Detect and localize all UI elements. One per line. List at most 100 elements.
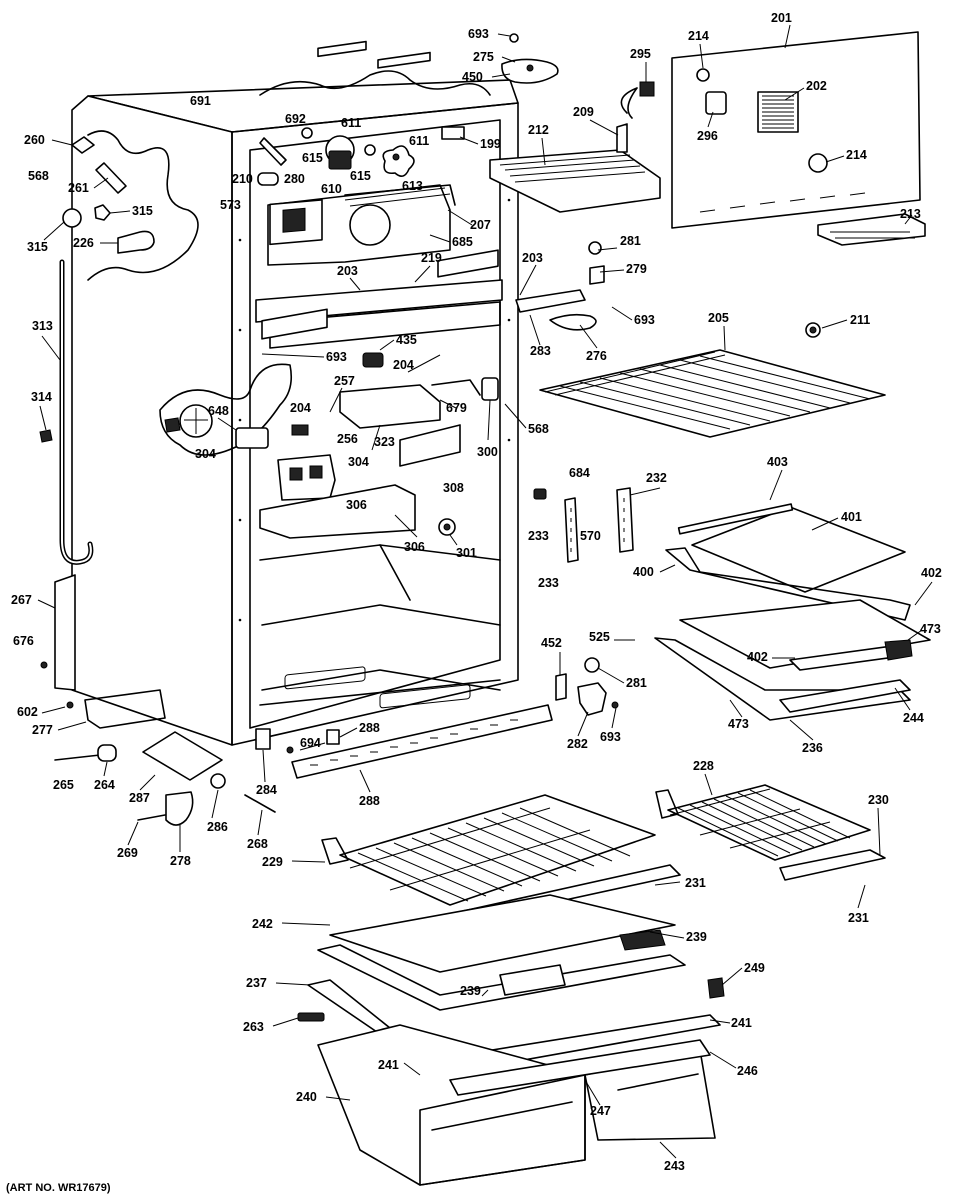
part-label: 247 — [590, 1104, 611, 1118]
part-label: 287 — [129, 791, 150, 805]
part-label: 213 — [900, 207, 921, 221]
part-label: 301 — [456, 546, 477, 560]
part-label: 279 — [626, 262, 647, 276]
part-label: 209 — [573, 105, 594, 119]
crisper-cover — [665, 503, 911, 621]
part-label: 693 — [468, 27, 489, 41]
part-label: 315 — [27, 240, 48, 254]
part-label: 304 — [195, 447, 216, 461]
part-label: 693 — [634, 313, 655, 327]
part-label: 241 — [731, 1016, 752, 1030]
part-label: 226 — [73, 236, 94, 250]
shelf-rails — [533, 487, 634, 563]
part-label: 693 — [600, 730, 621, 744]
part-label: 203 — [522, 251, 543, 265]
leader-lines — [37, 24, 933, 1159]
part-label: 295 — [630, 47, 651, 61]
part-label: 281 — [620, 234, 641, 248]
part-label: 249 — [744, 961, 765, 975]
part-label: 450 — [462, 70, 483, 84]
part-label: 260 — [24, 133, 45, 147]
part-label: 281 — [626, 676, 647, 690]
part-label: 296 — [697, 129, 718, 143]
part-label: 268 — [247, 837, 268, 851]
lower-small-parts — [555, 657, 619, 716]
part-label: 306 — [346, 498, 367, 512]
part-label: 323 — [374, 435, 395, 449]
part-label: 402 — [921, 566, 942, 580]
back-panel — [671, 31, 926, 246]
part-label: 692 — [285, 112, 306, 126]
part-label: 676 — [13, 634, 34, 648]
part-label: 613 — [402, 179, 423, 193]
part-label: 263 — [243, 1020, 264, 1034]
part-label: 403 — [767, 455, 788, 469]
part-label: 233 — [538, 576, 559, 590]
fresh-food-shelf-small — [655, 784, 886, 881]
part-label: 239 — [686, 930, 707, 944]
part-label: 284 — [256, 783, 277, 797]
part-label: 242 — [252, 917, 273, 931]
part-label: 231 — [685, 876, 706, 890]
part-label: 264 — [94, 778, 115, 792]
part-label: 684 — [569, 466, 590, 480]
part-label: 602 — [17, 705, 38, 719]
part-labels: 201 202 214 296 295 209 212 199 693 275 … — [11, 11, 942, 1173]
part-label: 570 — [580, 529, 601, 543]
part-label: 276 — [586, 349, 607, 363]
part-label: 473 — [920, 622, 941, 636]
top-hinge — [501, 33, 559, 84]
part-label: 611 — [409, 134, 429, 148]
compressor-tray — [489, 81, 661, 213]
part-label: 693 — [326, 350, 347, 364]
part-label: 239 — [460, 984, 481, 998]
part-label: 201 — [771, 11, 792, 25]
part-label: 261 — [68, 181, 89, 195]
meat-pan — [654, 599, 931, 721]
part-label: 229 — [262, 855, 283, 869]
part-label: 211 — [850, 313, 870, 327]
part-label: 611 — [341, 116, 361, 130]
part-label: 691 — [190, 94, 211, 108]
part-label: 568 — [28, 169, 49, 183]
part-label: 214 — [846, 148, 867, 162]
part-label: 300 — [477, 445, 498, 459]
part-label: 236 — [802, 741, 823, 755]
part-label: 212 — [528, 123, 549, 137]
part-label: 231 — [848, 911, 869, 925]
part-label: 402 — [747, 650, 768, 664]
part-label: 679 — [446, 401, 467, 415]
part-label: 219 — [421, 251, 442, 265]
part-label: 243 — [664, 1159, 685, 1173]
part-label: 267 — [11, 593, 32, 607]
art-number: (ART NO. WR17679) — [6, 1182, 111, 1194]
part-label: 288 — [359, 794, 380, 808]
part-label: 400 — [633, 565, 654, 579]
part-label: 615 — [350, 169, 371, 183]
part-label: 648 — [208, 404, 229, 418]
part-label: 202 — [806, 79, 827, 93]
part-label: 282 — [567, 737, 588, 751]
refrigerator-cabinet — [71, 70, 519, 746]
part-label: 203 — [337, 264, 358, 278]
lower-left-parts — [40, 574, 553, 826]
part-label: 230 — [868, 793, 889, 807]
crisper-drawers — [317, 1024, 716, 1186]
part-label: 568 — [528, 422, 549, 436]
part-label: 277 — [32, 723, 53, 737]
part-label: 207 — [470, 218, 491, 232]
control-components — [259, 249, 499, 539]
part-label: 315 — [132, 204, 153, 218]
part-label: 278 — [170, 854, 191, 868]
crisper-glass — [329, 894, 676, 973]
part-label: 280 — [284, 172, 305, 186]
part-label: 233 — [528, 529, 549, 543]
part-label: 573 — [220, 198, 241, 212]
part-label: 685 — [452, 235, 473, 249]
part-label: 288 — [359, 721, 380, 735]
part-label: 610 — [321, 182, 342, 196]
fan-motor — [257, 40, 465, 186]
part-label: 237 — [246, 976, 267, 990]
part-label: 205 — [708, 311, 729, 325]
part-label: 435 — [396, 333, 417, 347]
